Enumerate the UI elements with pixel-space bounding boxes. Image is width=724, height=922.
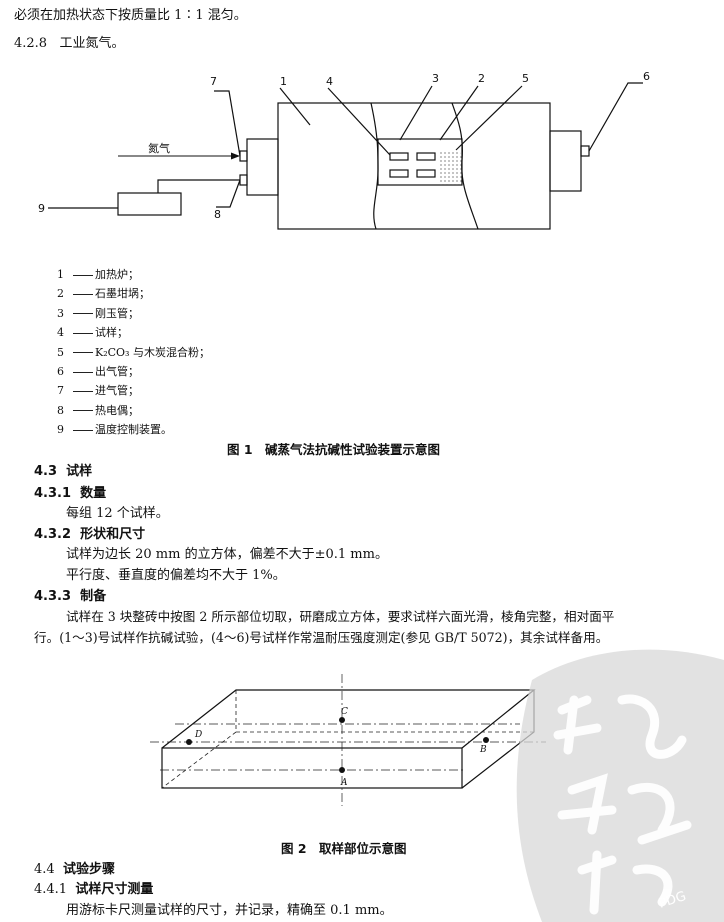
leader-2 (439, 85, 479, 141)
controller-wire (157, 179, 240, 193)
figure-1-diagram: 7 1 4 3 2 5 6 9 8 氮气 (38, 70, 650, 230)
nitrogen-arrow-head (231, 152, 240, 160)
label-b: B (479, 745, 487, 755)
thermocouple-port (239, 174, 248, 186)
leader-8 (216, 179, 241, 208)
callout-5: 5 (522, 72, 529, 85)
hidden-edge (161, 731, 237, 789)
watermark-stamp: PDG (516, 649, 724, 922)
section-4-3-heading: 4.3 试样 (34, 464, 93, 479)
specimen (389, 169, 409, 178)
section-4-3-3-body-2: 行。(1～3)号试样作抗碱试验，(4～6)号试样作常温耐压强度测定(参见 GB/… (34, 630, 609, 645)
section-4-3-2-heading: 4.3.2 形状和尺寸 (34, 527, 146, 542)
figure-2-caption: 图 2 取样部位示意图 (281, 841, 407, 856)
section-4-3-2-body-1: 试样为边长 20 mm 的立方体，偏差不大于±0.1 mm。 (66, 547, 388, 562)
leader-3 (399, 85, 433, 141)
point-a (339, 767, 345, 773)
callout-3: 3 (432, 72, 439, 85)
section-4-3-1-heading: 4.3.1 数量 (34, 486, 107, 501)
callout-2: 2 (478, 72, 485, 85)
right-connector (549, 130, 582, 192)
leader-7 (214, 90, 241, 157)
label-c: C (341, 707, 348, 717)
point-b (483, 737, 489, 743)
leader-5 (455, 85, 523, 151)
outlet-port (580, 145, 590, 157)
temperature-controller (117, 192, 182, 216)
section-4-3-2-body-2: 平行度、垂直度的偏差均不大于 1%。 (66, 568, 286, 583)
section-text: 工业氮气。 (59, 36, 125, 51)
callout-6: 6 (643, 70, 650, 83)
furnace-body (277, 102, 551, 230)
section-4-3-3-heading: 4.3.3 制备 (34, 589, 107, 604)
section-4-2-8: 4.2.8 工业氮气。 (14, 36, 125, 52)
section-4-3-3-body-1: 试样在 3 块整砖中按图 2 所示部位切取，研磨成立方体，要求试样六面光滑，棱角… (66, 609, 615, 624)
cutaway-left (370, 102, 379, 230)
section-number: 4.2.8 (14, 36, 48, 51)
label-a: A (340, 778, 348, 788)
label-d: D (194, 730, 202, 740)
nitrogen-label: 氮气 (148, 141, 170, 155)
left-connector (246, 138, 279, 196)
specimen (416, 169, 436, 178)
brick-top-face (161, 689, 536, 749)
leader-4 (327, 87, 391, 156)
callout-9: 9 (38, 202, 45, 215)
inlet-port (239, 150, 248, 162)
point-d (186, 739, 192, 745)
mixed-powder (440, 150, 462, 185)
callout-7: 7 (210, 75, 217, 88)
specimen (416, 152, 436, 161)
intro-line: 必须在加热状态下按质量比 1∶1 混匀。 (14, 8, 247, 23)
section-4-3-1-body: 每组 12 个试样。 (66, 506, 169, 521)
callout-4: 4 (326, 75, 333, 88)
section-4-4-1-heading: 4.4.1 试样尺寸测量 (34, 882, 154, 897)
callout-1: 1 (280, 75, 287, 88)
brick-front-face (161, 747, 463, 789)
corundum-tube (377, 138, 463, 186)
point-c (339, 717, 345, 723)
figure-1-caption: 图 1 碱蒸气法抗碱性试验装置示意图 (227, 442, 441, 457)
leader-1 (279, 87, 311, 126)
leader-6 (588, 82, 643, 152)
callout-8: 8 (214, 208, 221, 221)
section-4-4-1-body: 用游标卡尺测量试样的尺寸，并记录，精确至 0.1 mm。 (66, 903, 393, 918)
specimen (389, 152, 409, 161)
section-4-4-heading: 4.4 试验步骤 (34, 862, 115, 877)
